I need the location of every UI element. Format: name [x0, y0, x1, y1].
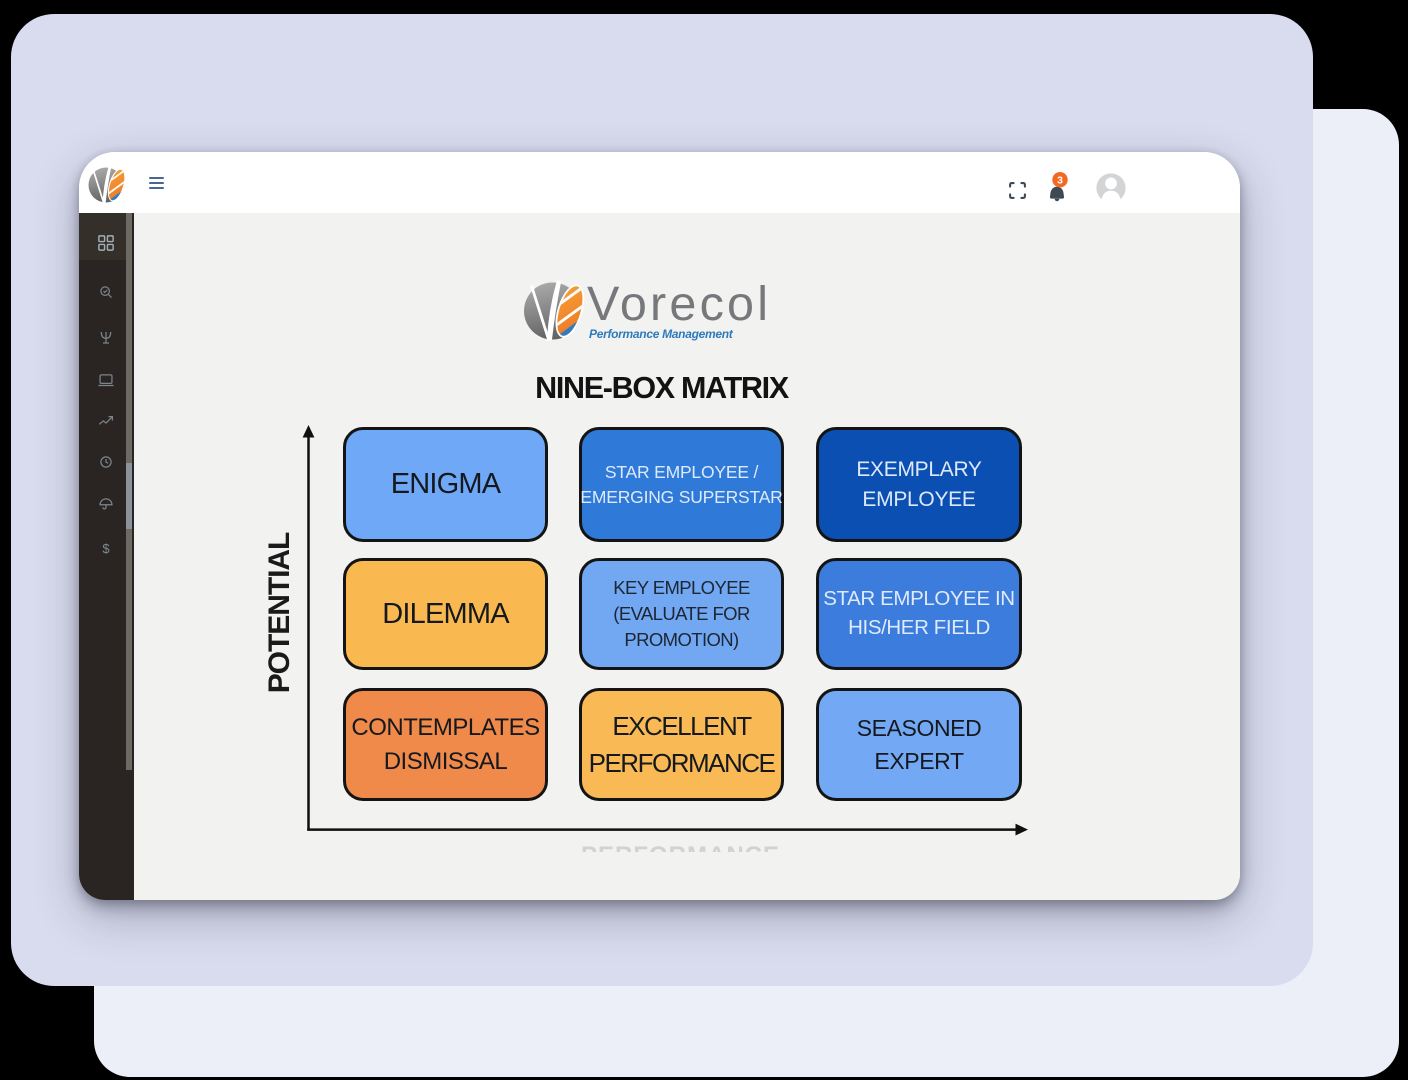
svg-text:3: 3	[1057, 175, 1063, 187]
